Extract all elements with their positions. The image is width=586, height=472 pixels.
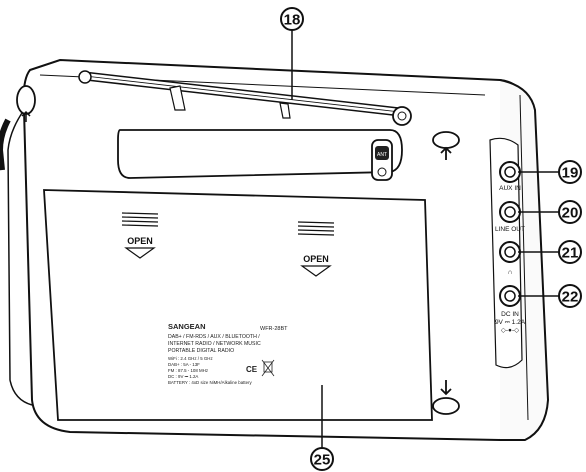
right-top-strap-loop <box>432 131 460 160</box>
weee-bin-icon <box>261 359 275 377</box>
antenna-switch-label: ANT <box>377 152 387 158</box>
callout-19: 19 <box>518 160 582 184</box>
dc-in-label: DC IN <box>501 311 519 318</box>
callout-22: 22 <box>518 284 582 308</box>
callout-20: 20 <box>518 200 582 224</box>
callout-25: 25 <box>310 385 334 471</box>
callout-22-number: 22 <box>562 289 579 306</box>
aux-in-label: AUX IN <box>499 185 521 192</box>
aux-in-jack[interactable]: AUX IN <box>499 161 521 192</box>
rating-label: SANGEAN WFR-28BT DAB+ / FM-RDS / AUX / B… <box>168 322 288 385</box>
battery-door <box>43 189 433 421</box>
label-line-2: INTERNET RADIO / NETWORK MUSIC <box>168 341 261 347</box>
line-out-label: LINE OUT <box>495 226 525 233</box>
left-strap-loop <box>16 85 36 122</box>
callout-18-number: 18 <box>284 12 301 29</box>
battery-latch-left[interactable]: OPEN <box>121 212 159 259</box>
callout-25-number: 25 <box>314 452 331 469</box>
handle-slot <box>117 129 403 179</box>
brand-name: SANGEAN <box>168 322 206 331</box>
open-label-left: OPEN <box>127 236 153 246</box>
label-line-1: DAB+ / FM-RDS / AUX / BLUETOOTH / <box>168 334 260 340</box>
model-number: WFR-28BT <box>260 326 288 332</box>
dc-in-jack[interactable]: DC IN 9V ⎓ 1.2A ◇-●-◇ <box>495 285 526 334</box>
label-dc: DC : 9V ⎓ 1.2A <box>168 374 198 379</box>
callout-21-number: 21 <box>562 245 579 262</box>
polarity-icon: ◇-●-◇ <box>501 327 520 334</box>
dc-rating-label: 9V ⎓ 1.2A <box>495 319 526 326</box>
open-label-right: OPEN <box>303 254 329 264</box>
right-bottom-strap-loop <box>432 380 460 415</box>
callout-20-number: 20 <box>562 205 579 222</box>
callout-19-number: 19 <box>562 165 579 182</box>
label-line-3: PORTABLE DIGITAL RADIO <box>168 348 234 354</box>
ce-mark: CE <box>246 365 258 374</box>
headphone-jack[interactable]: ∩ <box>499 241 521 276</box>
telescopic-antenna <box>78 70 412 126</box>
callout-18: 18 <box>280 7 304 100</box>
label-wifi: WiFi : 2.4 GHz / 5 GHz <box>168 356 213 361</box>
callout-21: 21 <box>518 240 582 264</box>
battery-latch-right[interactable]: OPEN <box>297 221 335 277</box>
label-dab: DAB+ : 5A - 13F <box>168 362 200 367</box>
label-battery: BATTERY : 4xD size NiMH/Alkaline battery <box>168 380 252 385</box>
label-fm: FM : 87.5 - 108 MHz <box>168 368 208 373</box>
headphone-icon: ∩ <box>508 269 513 276</box>
antenna-switch[interactable]: ANT <box>371 139 393 181</box>
